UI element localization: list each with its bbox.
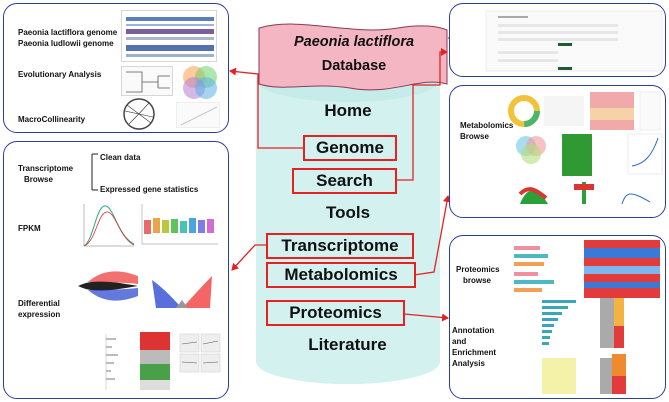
label-differential-1: Differential (18, 299, 60, 308)
genome-panel: Paeonia lactiflora genome Paeonia ludlow… (3, 3, 229, 133)
diff-bar-thumbnail (76, 330, 134, 394)
diff-cluster-thumbnail (178, 332, 222, 392)
diff-heatmap-thumbnail (136, 330, 174, 392)
collinearity-circos-thumbnail (119, 97, 163, 131)
menu-literature[interactable]: Literature (308, 335, 387, 354)
menu-genome[interactable]: Genome (303, 135, 397, 161)
label-analysis: Analysis (452, 359, 485, 368)
label-proteomics-browse-2: browse (463, 276, 492, 285)
label-genome-ludlowii: Paeonia ludlowii genome (18, 39, 114, 48)
search-tool-panel (449, 3, 666, 77)
label-expressed-gene-statistics: Expressed gene statistics (100, 185, 199, 194)
transcriptome-panel: Transcriptome Browse Clean data Expresse… (3, 141, 229, 399)
label-clean-data: Clean data (100, 153, 141, 162)
arrow-search-to-metabolomics-top (395, 48, 448, 181)
label-annotation: Annotation (452, 326, 495, 335)
venn-thumbnail (179, 62, 221, 102)
proteomics-thumbnails (514, 240, 660, 394)
ma-plot-thumbnail (74, 260, 142, 312)
menu-search[interactable]: Search (292, 168, 397, 194)
label-enrichment: Enrichment (452, 348, 497, 357)
menu-proteomics[interactable]: Proteomics (266, 300, 405, 326)
collinearity-dotplot-thumbnail (176, 102, 220, 128)
label-and: and (452, 337, 467, 346)
arrow-proteomics-to-panel (403, 313, 449, 322)
fpkm-density-thumbnail (80, 200, 138, 250)
arrow-genome-to-genome-panel (229, 67, 305, 149)
proteomics-panel: Proteomics browse Annotation and Enrichm… (449, 235, 666, 399)
label-transcriptome-browse-1: Transcriptome (18, 164, 74, 173)
database-banner (258, 23, 448, 91)
label-genome-lactiflora: Paeonia lactiflora genome (18, 28, 118, 37)
database-title-line1: Paeonia lactiflora (293, 34, 415, 50)
database-title-line2: Database (321, 58, 387, 74)
label-evolutionary-analysis: Evolutionary Analysis (18, 70, 102, 79)
label-transcriptome-browse-2: Browse (24, 175, 53, 184)
metabolomics-panel: Metabolomics Browse (449, 85, 666, 218)
menu-transcriptome[interactable]: Transcriptome (266, 233, 414, 259)
bracket-connector (91, 153, 98, 191)
arrow-metabolomics-to-panel (413, 195, 451, 276)
volcano-plot-thumbnail (146, 260, 218, 312)
metabolomics-thumbnails (508, 91, 663, 205)
menu-tools[interactable]: Tools (325, 203, 371, 222)
search-form-thumbnail (485, 10, 663, 72)
label-differential-2: expression (18, 310, 61, 319)
phylogeny-thumbnail (121, 66, 173, 96)
label-metabolomics-browse-1: Metabolomics (460, 121, 514, 130)
genome-browser-thumbnail (121, 10, 217, 62)
fpkm-boxplot-thumbnail (140, 200, 220, 250)
menu-home[interactable]: Home (324, 101, 372, 120)
label-proteomics-browse-1: Proteomics (456, 265, 500, 274)
menu-metabolomics[interactable]: Metabolomics (266, 262, 416, 288)
arrow-transcriptome-to-panel (231, 244, 268, 271)
label-macrocollinearity: MacroCollinearity (18, 115, 86, 124)
label-metabolomics-browse-2: Browse (460, 132, 489, 141)
label-fpkm: FPKM (18, 224, 41, 233)
